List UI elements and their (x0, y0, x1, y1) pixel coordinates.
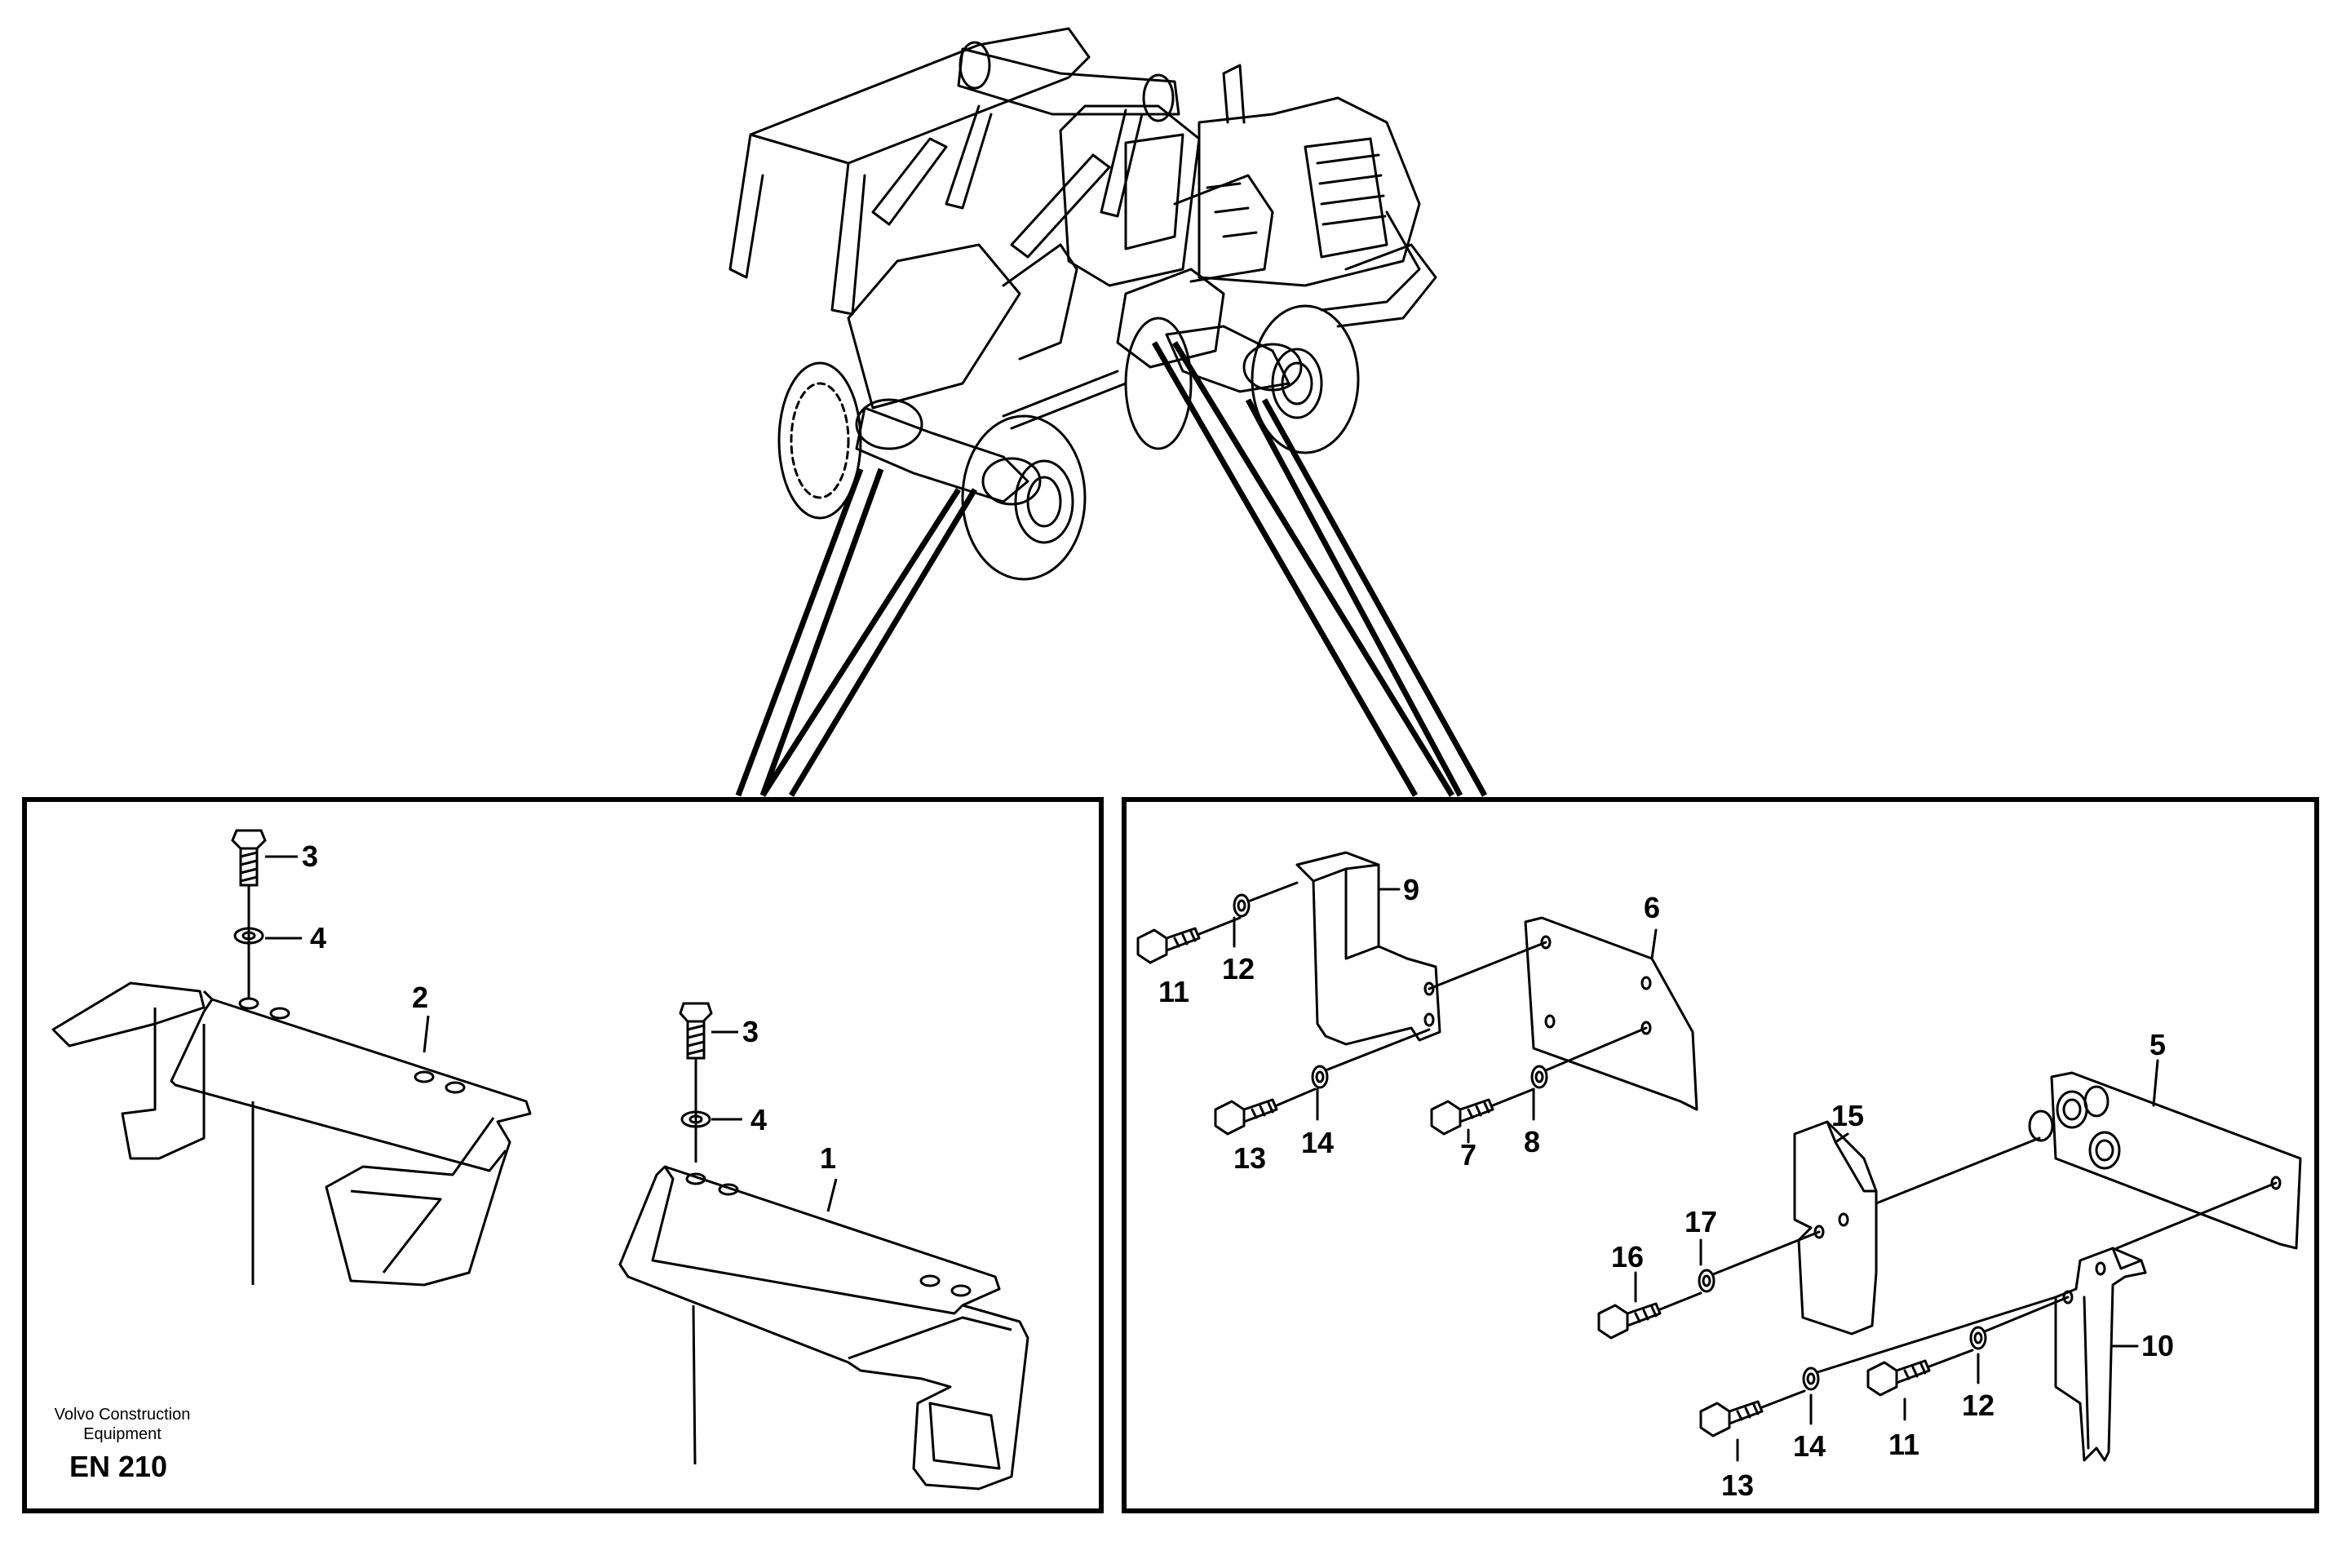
publisher-line-2: Equipment (83, 1425, 162, 1443)
callout-number: 13 (1721, 1468, 1754, 1502)
bolt-icon (231, 829, 298, 999)
bracket-part-1 (618, 1165, 1029, 1490)
callout-number: 7 (1460, 1138, 1476, 1172)
callout-number: 2 (412, 981, 428, 1014)
washer-icon (233, 927, 302, 945)
callout-number: 13 (1233, 1141, 1266, 1175)
callout-number: 11 (1888, 1428, 1919, 1461)
leader-lines (735, 341, 1488, 797)
right-callouts: 9 6 11 12 13 14 7 8 5 15 17 16 10 11 12 … (1158, 873, 2174, 1502)
bolt-icon (1866, 1359, 1931, 1397)
callout-number: 6 (1644, 891, 1660, 924)
washer-icon (1698, 1269, 1716, 1293)
callout-number: 5 (2149, 1028, 2166, 1061)
bolt-icon (1699, 1400, 1764, 1437)
washer-icon (1311, 1065, 1329, 1089)
left-detail-panel: 3 4 2 3 4 1 Volvo Construction Equipment… (22, 797, 1104, 1513)
callout-number: 1 (820, 1141, 836, 1175)
callout-number: 14 (1301, 1126, 1334, 1159)
publisher-mark: Volvo Construction Equipment EN 210 (55, 1406, 191, 1483)
right-detail-panel: 9 6 11 12 13 14 7 8 5 15 17 16 10 11 12 … (1122, 797, 2319, 1513)
plate-part-5 (2028, 1059, 2302, 1250)
left-callouts: 3 4 2 3 4 1 (302, 839, 836, 1175)
callout-number: 12 (1222, 952, 1255, 986)
washer-icon (1969, 1326, 1987, 1350)
figure-code: EN 210 (69, 1450, 167, 1483)
callout-number: 14 (1793, 1429, 1826, 1463)
bracket-part-15 (1793, 1120, 1878, 1335)
washer-icon (1530, 1065, 1548, 1089)
bolt-icon (1597, 1302, 1662, 1340)
callout-number: 3 (302, 839, 318, 873)
callout-number: 11 (1158, 975, 1189, 1008)
callout-number: 4 (750, 1103, 767, 1136)
washer-icon (1802, 1366, 1820, 1391)
callout-number: 10 (2141, 1329, 2174, 1362)
washer-icon (1233, 893, 1251, 918)
callout-number: 17 (1685, 1205, 1717, 1238)
callout-number: 9 (1403, 873, 1419, 906)
callout-number: 8 (1524, 1125, 1540, 1158)
bracket-part-10 (2054, 1247, 2147, 1462)
callout-number: 3 (742, 1015, 759, 1048)
bolt-icon (1136, 927, 1201, 964)
callout-number: 12 (1962, 1389, 1994, 1422)
callout-number: 16 (1611, 1240, 1644, 1273)
bolt-icon (1214, 1098, 1278, 1136)
bracket-part-9 (1295, 851, 1441, 1046)
washer-icon (680, 1110, 742, 1128)
wheel-loader-overview (728, 27, 1437, 581)
plate-part-6 (1524, 916, 1698, 1111)
callout-number: 15 (1831, 1099, 1864, 1132)
callout-number: 4 (310, 921, 326, 955)
bolt-icon (679, 1002, 738, 1163)
publisher-line-1: Volvo Construction (55, 1406, 191, 1424)
bracket-part-2 (51, 981, 532, 1287)
bolt-icon (1430, 1098, 1494, 1136)
